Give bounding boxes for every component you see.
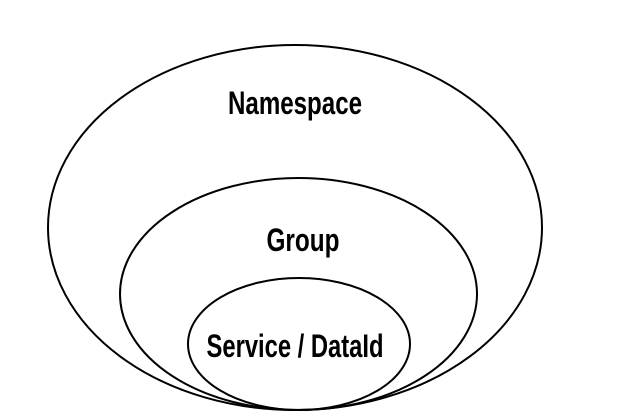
group-label: Group bbox=[267, 222, 340, 258]
group-ellipse bbox=[119, 177, 478, 411]
service-dataid-label: Service / DataId bbox=[207, 328, 384, 364]
namespace-label: Namespace bbox=[228, 85, 362, 121]
service-dataid-ellipse bbox=[187, 277, 411, 411]
